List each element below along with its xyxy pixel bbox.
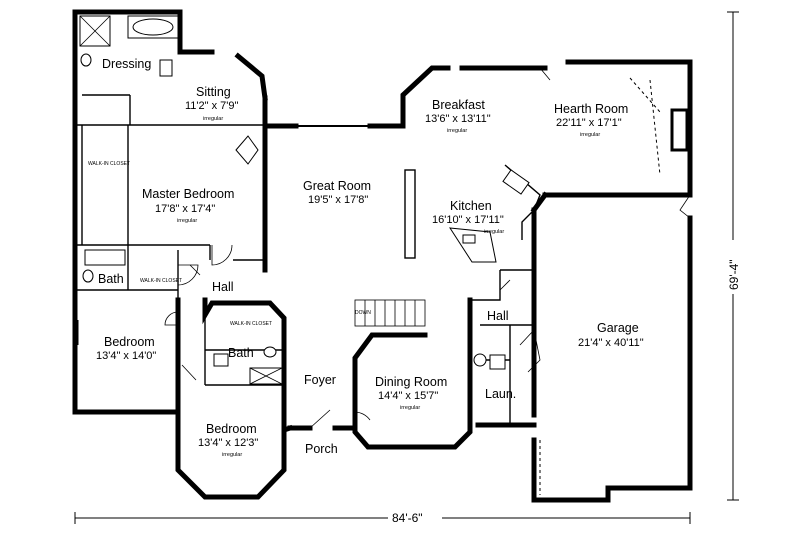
shower-icon [84, 249, 126, 266]
door-icon [189, 264, 201, 276]
bedroom-2-note: irregular [222, 452, 242, 458]
door-icon [211, 244, 233, 266]
fireplace [670, 108, 689, 152]
master-bedroom-dims: 17'8" x 17'4" [155, 203, 215, 215]
doors [164, 67, 691, 432]
door-icon [679, 194, 691, 219]
bedroom-1-dims: 13'4" x 14'0" [96, 350, 156, 362]
master-closet-label: WALK-IN CLOSET [88, 161, 130, 167]
front-door-icon [309, 409, 331, 429]
depth-dimension: 69'-4" [727, 259, 741, 290]
great-room-label: Great Room [303, 179, 371, 193]
kitchen-counter [504, 164, 541, 240]
breakfast-note: irregular [447, 128, 467, 134]
kitchen-label: Kitchen [450, 199, 492, 213]
hearth-room-dims: 22'11" x 17'1" [556, 117, 622, 129]
bedroom-closet-label: WALK-IN CLOSET [230, 321, 272, 327]
kitchen-island [449, 227, 497, 263]
garage-south-wall [531, 437, 693, 503]
kitchen-note: irregular [484, 229, 504, 235]
overall-dimensions: 84'-6" 69'-4" [74, 11, 741, 526]
hearth-ceiling-line [649, 79, 661, 176]
width-dimension: 84'-6" [392, 511, 423, 525]
door-icon [519, 329, 541, 373]
toilet-icon [80, 53, 92, 67]
stairs [354, 299, 426, 327]
dining-room-dims: 14'4" x 15'7" [378, 390, 438, 402]
stair-outline [354, 299, 426, 327]
kitchen-dims: 16'10" x 17'11" [432, 214, 504, 226]
bath-closet-label: WALK-IN CLOSET [140, 278, 182, 284]
room-labels: Dressing Sitting 11'2" x 7'9" irregular … [88, 57, 644, 458]
breakfast-bay-wall [400, 65, 451, 129]
sitting-bay-wall [234, 52, 268, 101]
great-room-dims: 19'5" x 17'8" [308, 194, 368, 206]
sink-icon [159, 59, 173, 77]
master-bedroom-label: Master Bedroom [142, 187, 234, 201]
dining-room-label: Dining Room [375, 375, 447, 389]
garage-dims: 21'4" x 40'11" [578, 337, 644, 349]
interior-walls [75, 77, 689, 495]
sink-icon [213, 353, 229, 367]
door-icon [181, 364, 197, 381]
sitting-note: irregular [203, 116, 223, 122]
dryer-icon [489, 354, 506, 370]
front-bedroom-walls [175, 297, 294, 500]
fireplace-icon [235, 135, 259, 165]
fixtures [79, 15, 506, 385]
range-icon [502, 169, 530, 195]
foyer-label: Foyer [304, 373, 336, 387]
hearth-room-label: Hearth Room [554, 102, 628, 116]
sink-icon [462, 234, 476, 244]
door-icon [499, 279, 511, 291]
bedroom-1-label: Bedroom [104, 335, 155, 349]
garage-label: Garage [597, 321, 639, 335]
bedroom-2-dims: 13'4" x 12'3" [198, 437, 258, 449]
door-icon [177, 264, 199, 286]
dining-room-note: irregular [400, 405, 420, 411]
bath-1-label: Bath [98, 272, 124, 286]
garage-corner-wall [530, 191, 549, 214]
toilet-icon [82, 269, 94, 283]
hearth-room-note: irregular [580, 132, 600, 138]
hall-1-label: Hall [212, 280, 234, 294]
north-dressing-wall [72, 9, 183, 55]
breakfast-label: Breakfast [432, 98, 485, 112]
bedroom-2-label: Bedroom [206, 422, 257, 436]
tub-basin-icon [132, 18, 174, 36]
dressing-label: Dressing [102, 57, 151, 71]
exterior-walls [72, 9, 693, 503]
dining-room-walls [352, 297, 473, 450]
down-stairs-label: DOWN [355, 310, 371, 316]
bath-2-label: Bath [228, 346, 254, 360]
door-icon [539, 67, 551, 81]
washer-icon [473, 353, 487, 367]
hearth-ceiling-line-2 [629, 77, 661, 113]
kitchen-partition [404, 169, 416, 259]
west-exterior-wall [72, 9, 125, 415]
door-icon [354, 411, 371, 432]
sitting-dims: 11'2" x 7'9" [185, 100, 238, 112]
hall-2-label: Hall [487, 309, 509, 323]
breakfast-dims: 13'6" x 13'11" [425, 113, 491, 125]
toilet-icon [263, 346, 277, 358]
front-bedroom-bath-walls [202, 297, 287, 433]
sitting-label: Sitting [196, 85, 231, 99]
laundry-label: Laun. [485, 387, 516, 401]
porch-label: Porch [305, 442, 338, 456]
master-bedroom-note: irregular [177, 218, 197, 224]
door-icon [164, 311, 179, 326]
pantry-wall [470, 270, 501, 301]
